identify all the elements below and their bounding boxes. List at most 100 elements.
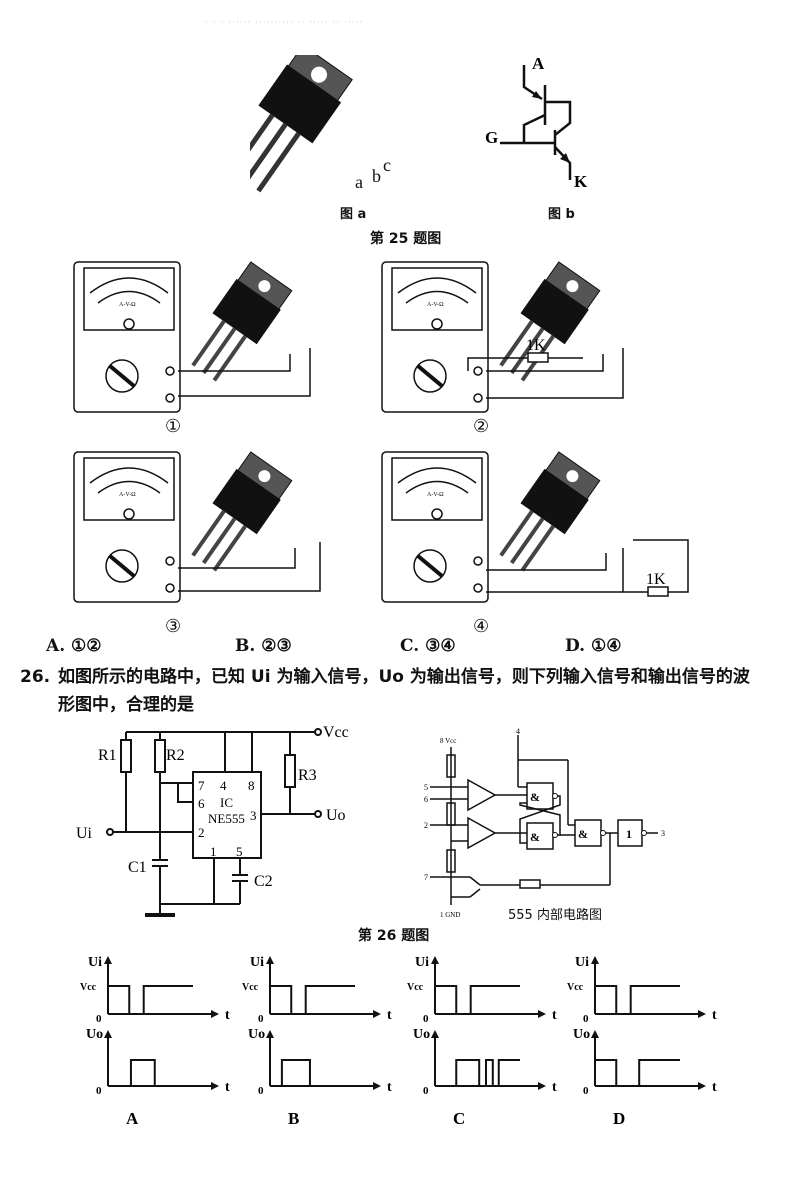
meter-scale-label: A-V-Ω [119, 492, 136, 498]
negative-terminal [165, 583, 175, 593]
multimeter-diagram: A-V-Ω 1K [381, 451, 689, 603]
uo-label: Uo [248, 1027, 265, 1042]
pin-label-a: a [355, 172, 363, 192]
pin-7: 7 [198, 778, 205, 793]
R3 [284, 754, 296, 788]
option-c[interactable]: C. ③④ [400, 636, 456, 656]
multimeter-panel-4: A-V-Ω 1K ④ [378, 448, 698, 637]
vcc-label: Vcc [407, 982, 424, 993]
mount-hole [311, 66, 328, 83]
label-ui: Ui [76, 825, 93, 842]
negative-terminal [473, 393, 483, 403]
pin-label-vcc: 8 Vcc [440, 737, 456, 745]
pin-b [250, 122, 288, 184]
pin-a [250, 113, 275, 173]
multimeter-diagram: A-V-Ω [73, 451, 321, 603]
figure-b-caption: 图 b [548, 207, 575, 222]
negative-terminal [165, 393, 175, 403]
uo-waveform [595, 1059, 680, 1087]
question-26-line1: 如图所示的电路中，已知 Ui 为输入信号，Uo 为输出信号，则下列输入信号和输出… [58, 667, 750, 687]
t-label: t [712, 1008, 717, 1023]
pin-6: 6 [198, 796, 205, 811]
waveform-plot: Ui Vcc 0 t Uo 0 t A [80, 955, 230, 1128]
zero-adjust[interactable] [431, 508, 443, 520]
t-label: t [552, 1008, 557, 1023]
pin-label-2: 2 [424, 821, 428, 830]
internal-diagram-caption: 555 内部电路图 [508, 908, 602, 923]
option-d[interactable]: D. ①④ [565, 636, 621, 656]
terminal-G: G [485, 128, 498, 147]
package-body [258, 64, 342, 144]
ui-label: Ui [250, 955, 264, 970]
t-label-uo: t [712, 1080, 717, 1095]
pin-label-b: b [372, 166, 381, 186]
resistor-label: 1K [646, 571, 666, 588]
uo-label: Uo [413, 1027, 430, 1042]
meter-scale-label: A-V-Ω [427, 492, 444, 498]
zero-label-uo: 0 [423, 1085, 429, 1097]
option-a[interactable]: A. ①② [46, 636, 102, 656]
option-key: C. [400, 636, 420, 656]
panel-label: ① [165, 416, 182, 437]
figure-a-caption: 图 a [340, 207, 367, 222]
waveform-option-d[interactable]: Ui Vcc 0 t Uo 0 t D [565, 952, 725, 1136]
multimeter-panel-3: A-V-Ω ③ [70, 448, 390, 637]
t-label-uo: t [387, 1080, 392, 1095]
R1 [120, 739, 132, 773]
option-key: A. [46, 636, 66, 656]
zero-adjust[interactable] [123, 318, 135, 330]
label-vcc: Vcc [323, 724, 349, 741]
option-letter: C [453, 1109, 465, 1128]
pin-4: 4 [220, 778, 227, 793]
zero-label: 0 [258, 1013, 264, 1025]
question-26-line2: 形图中，合理的是 [58, 695, 194, 715]
pin-c [256, 132, 301, 193]
option-value: ②③ [261, 636, 292, 656]
negative-terminal [473, 583, 483, 593]
waveform-option-c[interactable]: Ui Vcc 0 t Uo 0 t C [405, 952, 565, 1136]
zero-adjust[interactable] [123, 508, 135, 520]
waveform-option-b[interactable]: Ui Vcc 0 t Uo 0 t B [240, 952, 400, 1136]
uo-label: Uo [86, 1027, 103, 1042]
waveform-option-a[interactable]: Ui Vcc 0 t Uo 0 t A [78, 952, 238, 1136]
not-gate: 1 [626, 827, 632, 841]
zero-label: 0 [423, 1013, 429, 1025]
label-R1: R1 [98, 747, 117, 764]
t-label-uo: t [552, 1080, 557, 1095]
ui-waveform [435, 985, 520, 1015]
panel-label: ③ [165, 616, 182, 637]
zero-label-uo: 0 [96, 1085, 102, 1097]
figure-25-caption: 第 25 题图 [370, 231, 442, 247]
panel-label: ② [473, 416, 490, 437]
option-b[interactable]: B. ②③ [235, 636, 292, 656]
zero-adjust[interactable] [431, 318, 443, 330]
multimeter-diagram: A-V-Ω [73, 261, 311, 413]
faint-header-text: · · · ······ ·········· ·· ····· ·· ····… [205, 18, 364, 28]
vcc-label: Vcc [242, 982, 259, 993]
figure-b-scr-symbol: A G K [485, 55, 588, 191]
waveform-plot: Ui Vcc 0 t Uo 0 t D [567, 955, 717, 1128]
panel-label: ④ [473, 616, 490, 637]
ne555-circuit: R1 R2 R3 C1 C2 Vcc Ui Uo 7 4 8 6 3 2 1 5… [76, 724, 349, 917]
label-C1: C1 [128, 859, 147, 876]
pin-label-c: c [383, 155, 391, 175]
option-key: D. [565, 636, 586, 656]
multimeter-panel-1: A-V-Ω ① [70, 258, 390, 437]
t-label: t [387, 1008, 392, 1023]
pin-label-gnd: 1 GND [440, 911, 460, 919]
pin-label-5: 5 [424, 783, 428, 792]
pin-5: 5 [236, 844, 243, 859]
waveform-plot: Ui Vcc 0 t Uo 0 t B [242, 955, 392, 1128]
zero-label-uo: 0 [258, 1085, 264, 1097]
waveform-plot: Ui Vcc 0 t Uo 0 t C [407, 955, 557, 1128]
R2 [154, 739, 166, 773]
555-internal-diagram: & & & 1 8 Vcc 1 GND 4 5 6 2 7 3 [424, 727, 665, 919]
pin-label-7: 7 [424, 873, 428, 882]
label-R3: R3 [298, 767, 317, 784]
positive-terminal [473, 556, 483, 566]
ui-label: Ui [575, 955, 589, 970]
zero-label: 0 [96, 1013, 102, 1025]
zero-label-uo: 0 [583, 1085, 589, 1097]
pin-3: 3 [250, 808, 257, 823]
pin-label-6: 6 [424, 795, 428, 804]
